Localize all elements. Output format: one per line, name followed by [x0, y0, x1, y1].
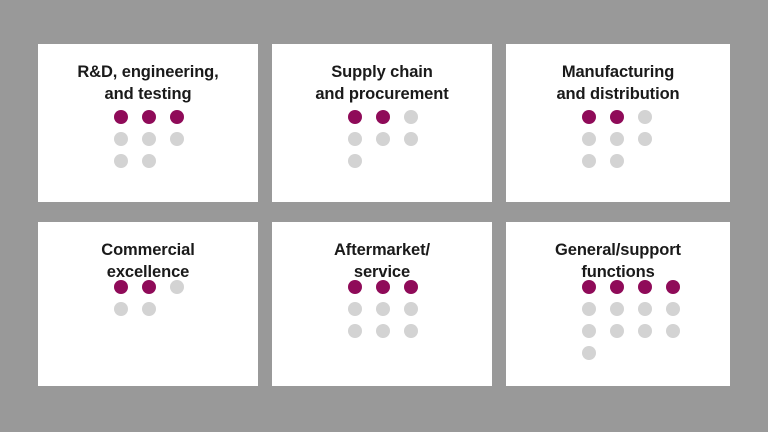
- empty-dot: [348, 302, 362, 316]
- empty-dot: [582, 324, 596, 338]
- empty-dot: [114, 132, 128, 146]
- card-title: Aftermarket/ service: [333, 241, 430, 281]
- empty-dot: [142, 132, 156, 146]
- dot-row: [114, 110, 184, 124]
- capability-card[interactable]: Supply chain and procurement: [272, 44, 492, 202]
- capability-card[interactable]: Manufacturing and distribution: [506, 44, 730, 202]
- card-title: R&D, engineering, and testing: [77, 63, 219, 103]
- dot-row: [348, 324, 418, 338]
- empty-dot: [142, 302, 156, 316]
- dot-row: [582, 132, 652, 146]
- capability-card[interactable]: General/support functions: [506, 222, 730, 386]
- dot-grid: [582, 110, 652, 168]
- dot-row: [114, 280, 184, 294]
- filled-dot: [114, 110, 128, 124]
- filled-dot: [114, 280, 128, 294]
- empty-dot: [638, 110, 652, 124]
- empty-dot: [404, 324, 418, 338]
- empty-dot: [582, 154, 596, 168]
- empty-dot: [348, 324, 362, 338]
- dot-grid: [582, 280, 680, 360]
- filled-dot: [582, 110, 596, 124]
- card-title: Manufacturing and distribution: [556, 63, 680, 103]
- card-grid: R&D, engineering, and testing Supply chai…: [38, 44, 730, 386]
- dot-row: [582, 346, 680, 360]
- empty-dot: [582, 346, 596, 360]
- empty-dot: [114, 154, 128, 168]
- dot-row: [114, 132, 184, 146]
- filled-dot: [610, 110, 624, 124]
- empty-dot: [638, 302, 652, 316]
- filled-dot: [348, 110, 362, 124]
- empty-dot: [348, 132, 362, 146]
- dot-row: [582, 280, 680, 294]
- dot-grid: [348, 280, 418, 338]
- dot-row: [114, 302, 184, 316]
- empty-dot: [376, 324, 390, 338]
- dot-row: [582, 324, 680, 338]
- empty-dot: [610, 154, 624, 168]
- empty-dot: [404, 302, 418, 316]
- empty-dot: [610, 132, 624, 146]
- dot-row: [114, 154, 184, 168]
- card-title: Supply chain and procurement: [315, 63, 449, 103]
- dot-row: [348, 110, 418, 124]
- filled-dot: [376, 280, 390, 294]
- empty-dot: [404, 132, 418, 146]
- empty-dot: [376, 302, 390, 316]
- dot-grid: [114, 110, 184, 168]
- card-title: Commercial excellence: [101, 241, 195, 281]
- dot-row: [348, 132, 418, 146]
- dot-row: [582, 302, 680, 316]
- empty-dot: [638, 132, 652, 146]
- dot-grid: [114, 280, 184, 316]
- filled-dot: [582, 280, 596, 294]
- empty-dot: [638, 324, 652, 338]
- empty-dot: [348, 154, 362, 168]
- filled-dot: [376, 110, 390, 124]
- empty-dot: [610, 302, 624, 316]
- filled-dot: [170, 110, 184, 124]
- dot-row: [348, 280, 418, 294]
- capability-card[interactable]: R&D, engineering, and testing: [38, 44, 258, 202]
- filled-dot: [638, 280, 652, 294]
- filled-dot: [610, 280, 624, 294]
- dot-row: [348, 154, 418, 168]
- filled-dot: [348, 280, 362, 294]
- card-title: General/support functions: [555, 241, 681, 281]
- empty-dot: [610, 324, 624, 338]
- capability-card[interactable]: Aftermarket/ service: [272, 222, 492, 386]
- dot-row: [348, 302, 418, 316]
- dot-row: [582, 154, 652, 168]
- empty-dot: [666, 324, 680, 338]
- capability-card[interactable]: Commercial excellence: [38, 222, 258, 386]
- empty-dot: [170, 132, 184, 146]
- filled-dot: [142, 110, 156, 124]
- empty-dot: [666, 302, 680, 316]
- empty-dot: [404, 110, 418, 124]
- filled-dot: [666, 280, 680, 294]
- empty-dot: [170, 280, 184, 294]
- empty-dot: [142, 154, 156, 168]
- empty-dot: [114, 302, 128, 316]
- dot-grid: [348, 110, 418, 168]
- empty-dot: [582, 132, 596, 146]
- filled-dot: [404, 280, 418, 294]
- filled-dot: [142, 280, 156, 294]
- empty-dot: [582, 302, 596, 316]
- dot-row: [582, 110, 652, 124]
- empty-dot: [376, 132, 390, 146]
